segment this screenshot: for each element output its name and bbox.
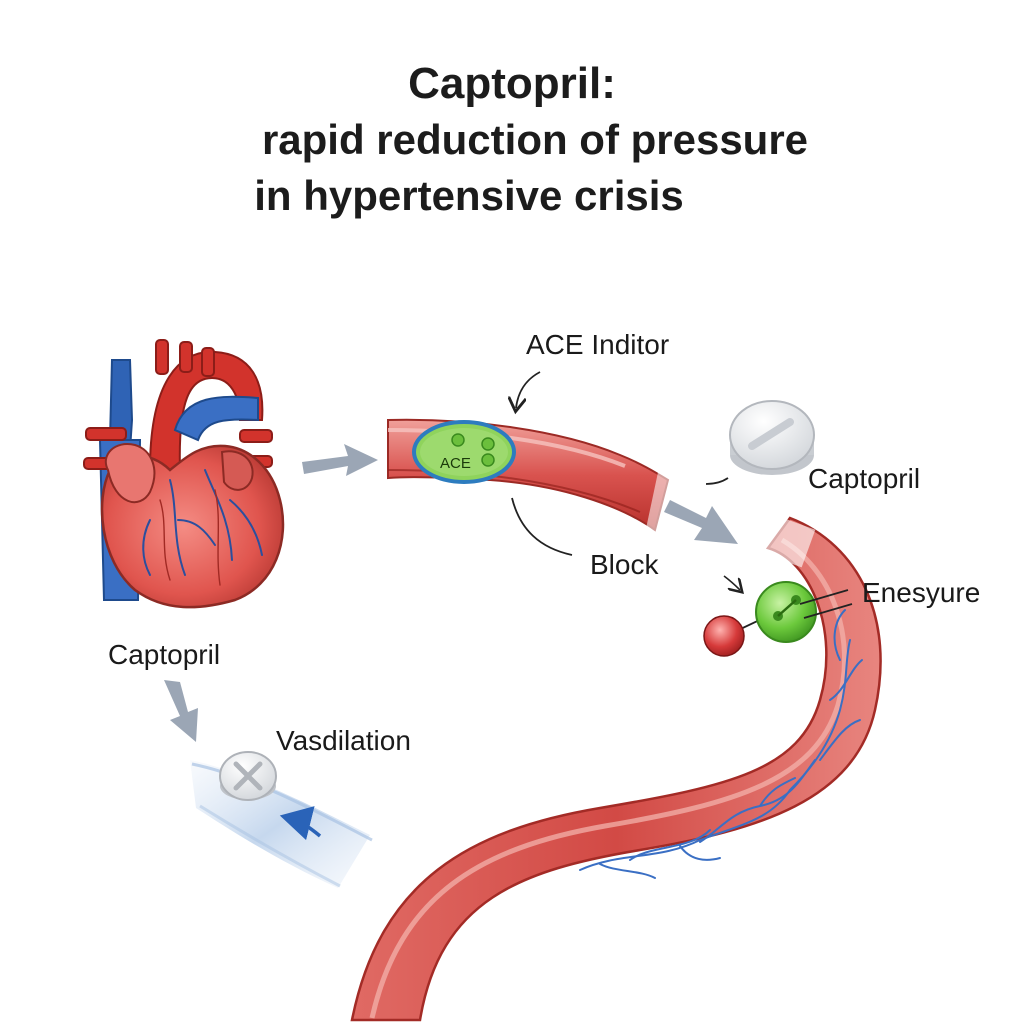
captopril-left-label: Captopril	[108, 639, 220, 670]
captopril-pill-icon	[729, 400, 815, 475]
flow-arrow-down	[164, 680, 198, 742]
title-line-3: in hypertensive crisis	[254, 172, 684, 219]
title-line-1: Captopril:	[408, 59, 616, 108]
ace-inhibitor-pointer	[516, 371, 541, 408]
block-pointer	[511, 497, 573, 556]
block-label: Block	[590, 549, 659, 580]
vasodilation-label: Vasdilation	[276, 725, 411, 756]
blocked-pill-icon	[219, 751, 277, 801]
ace-inhibitor-label: ACE Inditor	[526, 329, 669, 360]
enzyme-molecule	[703, 581, 853, 657]
flow-arrow-heart-to-vessel	[302, 444, 378, 476]
title-line-2: rapid reduction of pressure	[261, 116, 809, 163]
ace-enzyme-complex: ACE	[412, 420, 516, 484]
flow-arrow-to-curved-vessel	[664, 500, 738, 544]
heart-illustration	[83, 339, 285, 609]
vasodilation-arrow	[279, 806, 322, 841]
enzyme-label: Enesyure	[862, 577, 980, 608]
captopril-pill-label: Captopril	[808, 463, 920, 494]
ace-badge-label: ACE	[440, 455, 471, 472]
pill-pointer	[705, 477, 729, 485]
diagram-title: Captopril: rapid reduction of pressure i…	[0, 56, 1024, 224]
enzyme-pointer	[723, 575, 740, 590]
dilated-vessel	[190, 760, 373, 888]
vein-network	[579, 609, 863, 879]
artery-curved	[350, 512, 882, 1022]
